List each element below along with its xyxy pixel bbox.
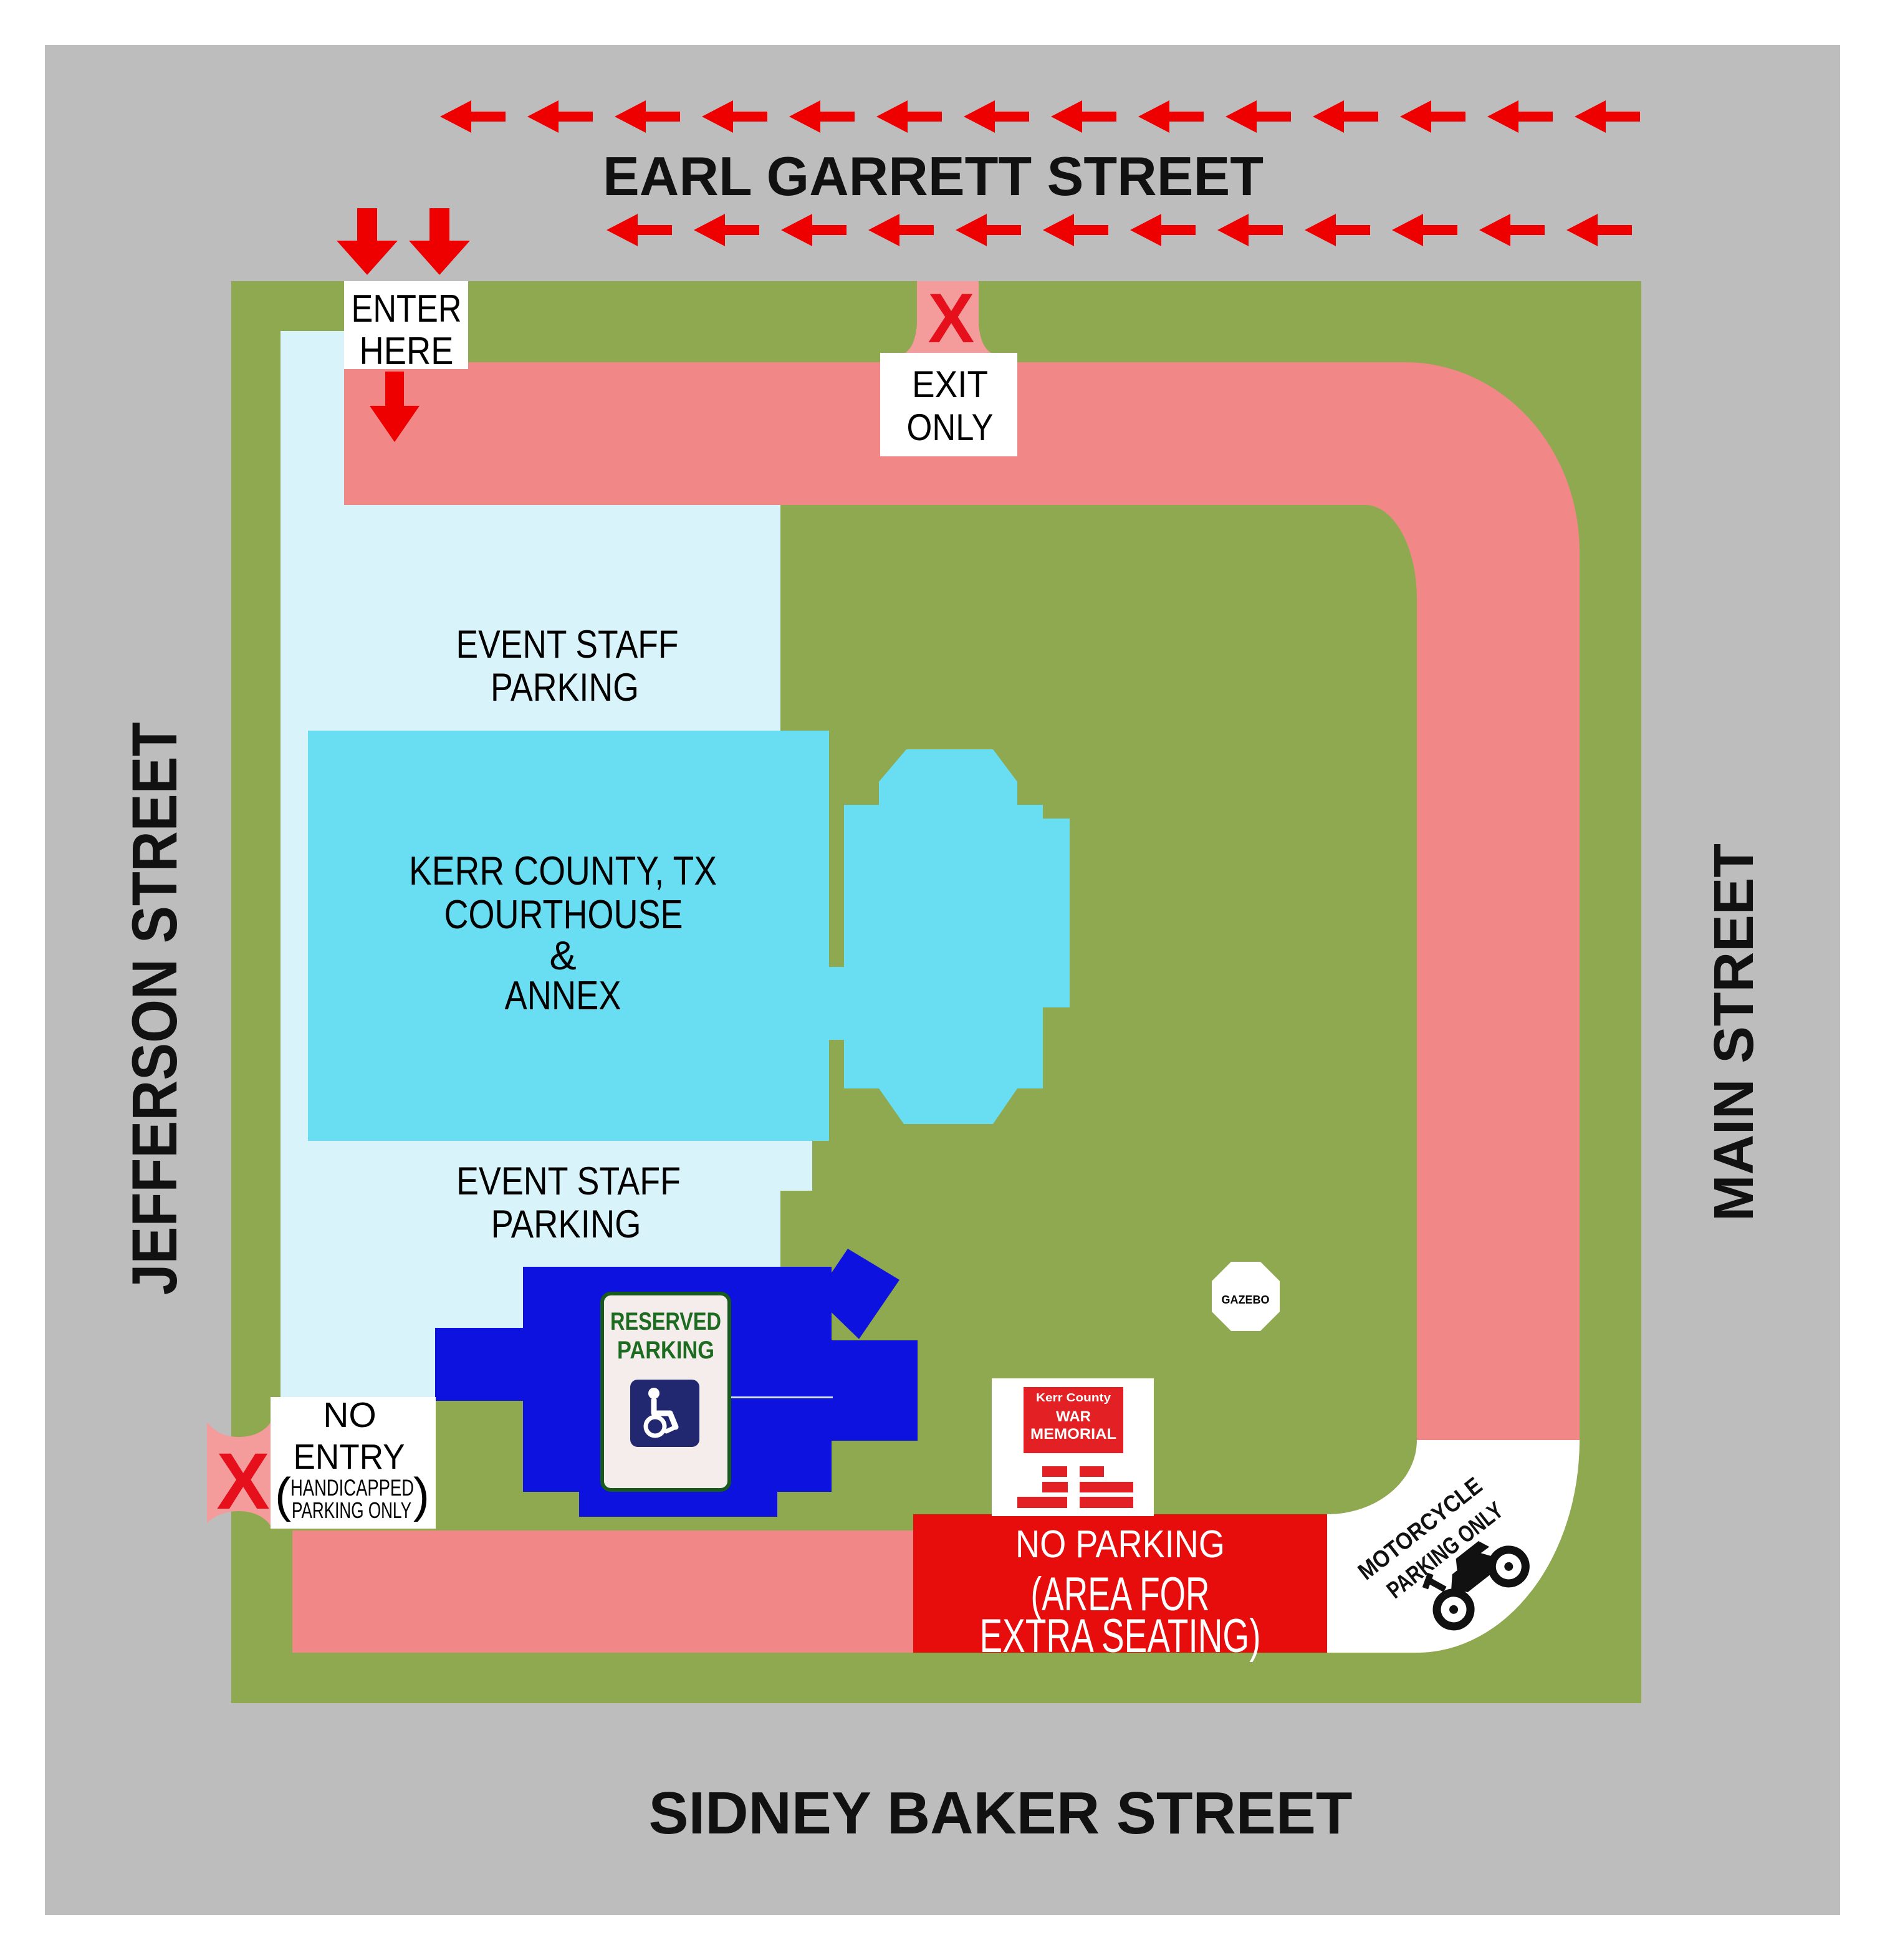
svg-text:(AREA FOR: (AREA FOR: [1031, 1568, 1210, 1621]
svg-text:EVENT STAFF: EVENT STAFF: [456, 1160, 681, 1203]
svg-text:MAIN STREET: MAIN STREET: [1703, 843, 1765, 1221]
svg-text:MEMORIAL: MEMORIAL: [1030, 1426, 1116, 1443]
svg-text:&: &: [549, 933, 576, 978]
svg-text:X: X: [928, 279, 975, 357]
svg-text:ENTRY: ENTRY: [294, 1437, 405, 1477]
svg-text:ANNEX: ANNEX: [505, 973, 621, 1018]
svg-text:SIDNEY BAKER STREET: SIDNEY BAKER STREET: [649, 1780, 1353, 1847]
svg-text:WAR: WAR: [1056, 1408, 1091, 1425]
svg-text:ENTER: ENTER: [352, 287, 462, 330]
svg-text:GAZEBO: GAZEBO: [1221, 1294, 1269, 1306]
svg-text:): ): [413, 1468, 429, 1522]
svg-text:EVENT STAFF: EVENT STAFF: [456, 623, 679, 666]
svg-text:NO: NO: [323, 1395, 377, 1435]
svg-text:HERE: HERE: [360, 330, 454, 373]
svg-text:(: (: [275, 1468, 291, 1522]
svg-text:PARKING: PARKING: [491, 1203, 641, 1246]
svg-text:PARKING: PARKING: [617, 1337, 714, 1364]
svg-text:PARKING: PARKING: [491, 666, 639, 709]
svg-text:KERR COUNTY, TX: KERR COUNTY, TX: [409, 848, 717, 893]
svg-text:COURTHOUSE: COURTHOUSE: [444, 891, 683, 937]
svg-text:EARL GARRETT STREET: EARL GARRETT STREET: [603, 145, 1264, 207]
svg-text:NO PARKING: NO PARKING: [1015, 1523, 1225, 1566]
svg-text:EXIT: EXIT: [912, 363, 988, 405]
svg-text:X: X: [216, 1437, 269, 1526]
svg-text:ONLY: ONLY: [907, 406, 994, 448]
svg-text:EXTRA SEATING): EXTRA SEATING): [980, 1610, 1261, 1663]
svg-text:JEFFERSON STREET: JEFFERSON STREET: [119, 723, 190, 1295]
svg-text:RESERVED: RESERVED: [610, 1308, 721, 1335]
svg-text:HANDICAPPED: HANDICAPPED: [290, 1475, 414, 1501]
svg-text:Kerr County: Kerr County: [1036, 1391, 1111, 1404]
svg-text:PARKING ONLY: PARKING ONLY: [292, 1497, 411, 1523]
